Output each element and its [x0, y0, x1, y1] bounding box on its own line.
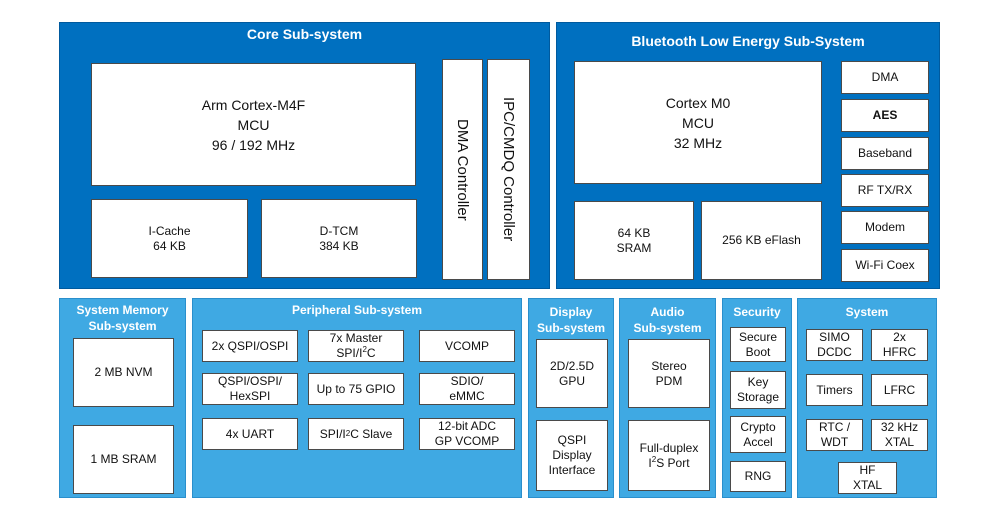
i2s-port-line1: Full-duplex [639, 440, 699, 455]
ble-rf-txrx-block: RF TX/RX [841, 174, 929, 207]
ble-subsystem: Bluetooth Low Energy Sub-System Cortex M… [556, 22, 940, 289]
master-spi-i2c-line1: 7x Master [329, 331, 383, 345]
ble-sram-block: 64 KB SRAM [574, 201, 694, 280]
cortex-m0-mcu: Cortex M0 MCU 32 MHz [574, 61, 822, 184]
gpu-block: 2D/2.5D GPU [536, 339, 608, 408]
ble-eflash-block: 256 KB eFlash [701, 201, 822, 280]
system-title: System [845, 305, 889, 319]
crypto-accel-block: Crypto Accel [730, 416, 786, 453]
system-subsystem: System SIMO DCDC 2x HFRC Timers LFRC RTC… [797, 298, 937, 498]
xtal-32khz-block: 32 kHz XTAL [871, 419, 928, 451]
qspi-display-interface-block: QSPI Display Interface [536, 420, 608, 491]
rng-block: RNG [730, 461, 786, 492]
i2s-port-block: Full-duplex I2S Port [628, 420, 710, 491]
security-title: Security [733, 305, 781, 319]
peripheral-subsystem-title: Peripheral Sub-system [291, 303, 423, 317]
rtc-wdt-block: RTC / WDT [806, 419, 863, 451]
audio-subsystem: Audio Sub-system Stereo PDM Full-duplex … [619, 298, 716, 498]
gpio-block: Up to 75 GPIO [308, 373, 404, 405]
qspi-ospi-hexspi-block: QSPI/OSPI/ HexSPI [202, 373, 298, 405]
simo-dcdc-block: SIMO DCDC [806, 329, 863, 361]
dma-controller: DMA Controller [442, 59, 483, 280]
ble-subsystem-title: Bluetooth Low Energy Sub-System [631, 33, 865, 49]
ble-wifi-coex-block: Wi-Fi Coex [841, 249, 929, 282]
icache-block: I-Cache 64 KB [91, 199, 248, 278]
nvm-block: 2 MB NVM [73, 338, 174, 407]
key-storage-block: Key Storage [730, 371, 786, 409]
display-subsystem: Display Sub-system 2D/2.5D GPU QSPI Disp… [528, 298, 614, 498]
arm-cortex-m4f-mcu: Arm Cortex-M4F MCU 96 / 192 MHz [91, 63, 416, 186]
master-spi-i2c-line2: SPI/I2C [336, 345, 376, 361]
ble-baseband-block: Baseband [841, 137, 929, 170]
ble-modem-block: Modem [841, 211, 929, 244]
audio-subsystem-title: Audio Sub-system [633, 305, 702, 335]
peripheral-subsystem: Peripheral Sub-system 2x QSPI/OSPI 7x Ma… [192, 298, 522, 498]
system-memory-title: System Memory Sub-system [76, 303, 169, 333]
ble-dma-block: DMA [841, 61, 929, 94]
lfrc-block: LFRC [871, 374, 928, 406]
display-subsystem-title: Display Sub-system [536, 305, 606, 335]
sdio-emmc-block: SDIO/ eMMC [419, 373, 515, 405]
master-spi-i2c-block: 7x Master SPI/I2C [308, 330, 404, 362]
vcomp-block: VCOMP [419, 330, 515, 362]
timers-block: Timers [806, 374, 863, 406]
qspi-ospi-block: 2x QSPI/OSPI [202, 330, 298, 362]
core-subsystem-title: Core Sub-system [246, 26, 363, 42]
hfrc-block: 2x HFRC [871, 329, 928, 361]
ble-aes-block: AES [841, 99, 929, 132]
secure-boot-block: Secure Boot [730, 327, 786, 362]
adc-vcomp-block: 12-bit ADC GP VCOMP [419, 418, 515, 450]
dtcm-block: D-TCM 384 KB [261, 199, 417, 278]
core-subsystem: Core Sub-system Arm Cortex-M4F MCU 96 / … [59, 22, 550, 289]
stereo-pdm-block: Stereo PDM [628, 339, 710, 408]
ipc-cmdq-controller: IPC/CMDQ Controller [487, 59, 530, 280]
hf-xtal-block: HF XTAL [838, 462, 897, 494]
security-subsystem: Security Secure Boot Key Storage Crypto … [722, 298, 792, 498]
system-sram-block: 1 MB SRAM [73, 425, 174, 494]
uart-block: 4x UART [202, 418, 298, 450]
i2s-port-line2: I2S Port [648, 454, 690, 470]
system-memory-subsystem: System Memory Sub-system 2 MB NVM 1 MB S… [59, 298, 186, 498]
